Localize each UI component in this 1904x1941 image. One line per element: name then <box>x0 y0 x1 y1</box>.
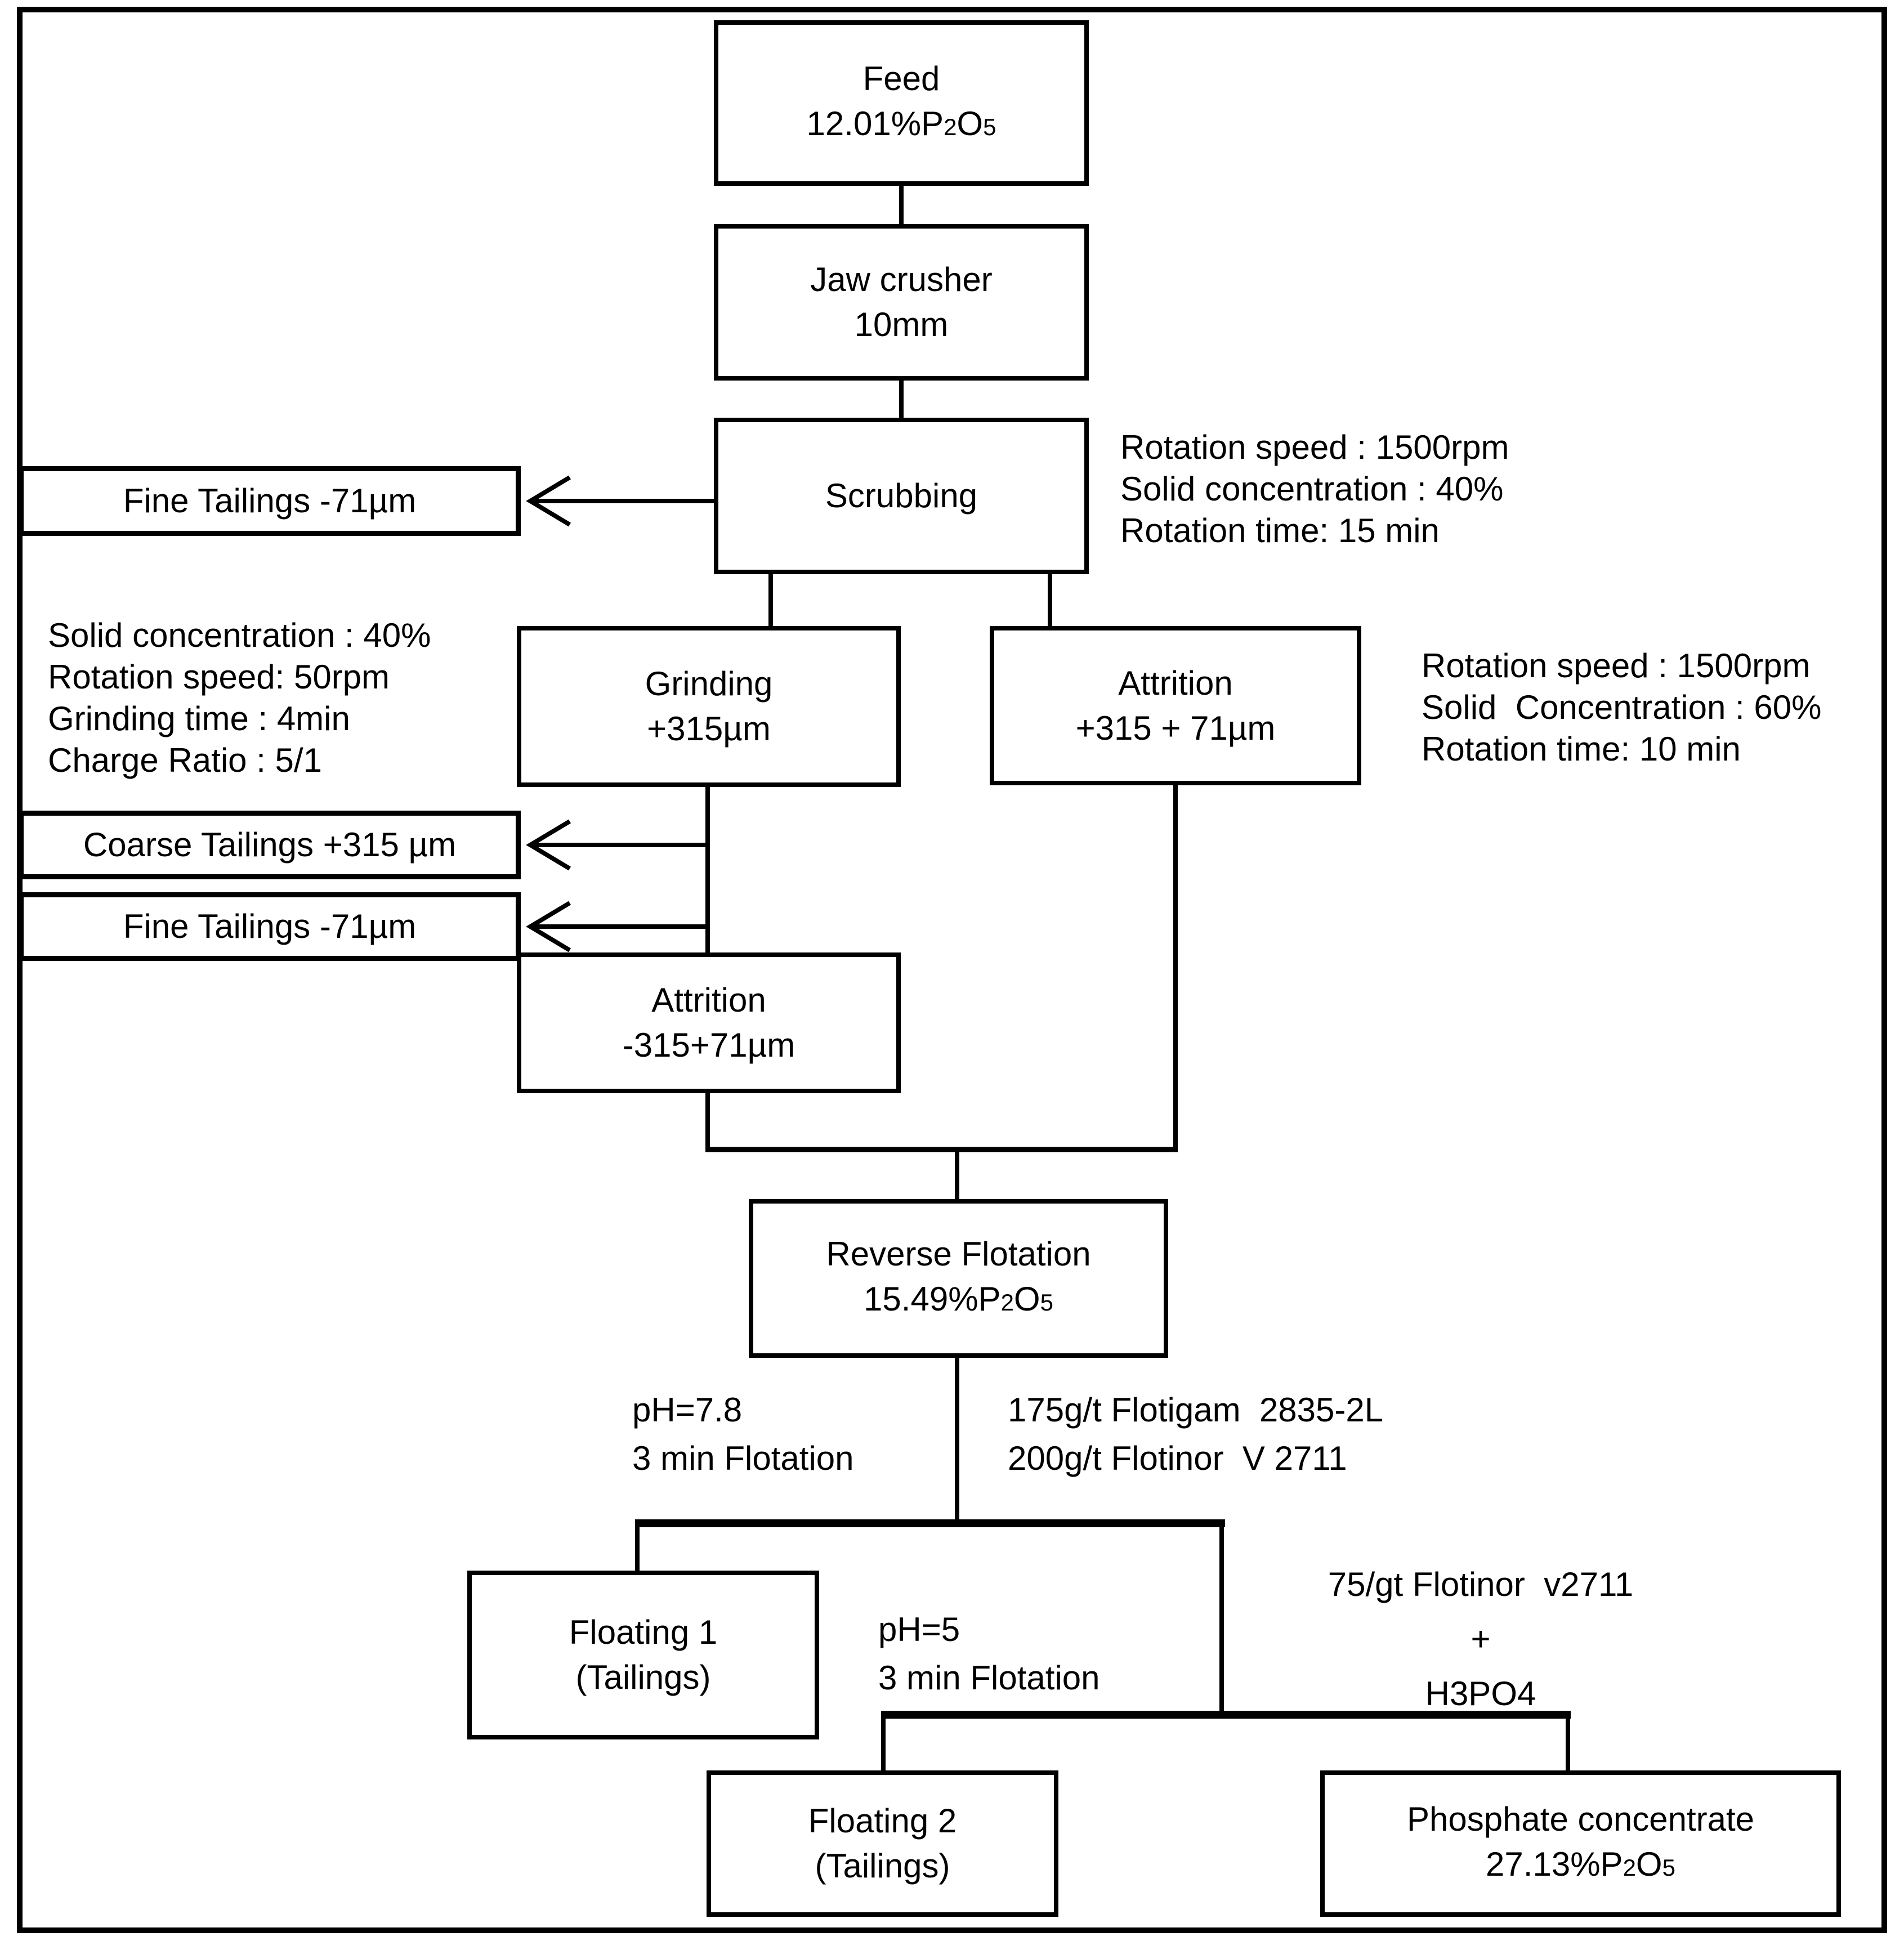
node-attrition-coarse: Attrition +315 + 71µm <box>990 626 1361 785</box>
node-reverse-flotation-grade: 15.49%P2O5 <box>864 1277 1053 1325</box>
annotation-line: + <box>1471 1620 1491 1658</box>
annotation-line: Solid concentration : 40% <box>1120 470 1504 508</box>
subscript-2: 2 <box>1000 1289 1014 1316</box>
grade-o: O <box>1635 1845 1662 1883</box>
node-floating2: Floating 2 (Tailings) <box>707 1770 1058 1917</box>
arrow-left-icon <box>526 901 571 952</box>
annotation-line: pH=7.8 <box>632 1391 743 1429</box>
subscript-2: 2 <box>944 114 957 140</box>
grade-o: O <box>1013 1280 1040 1318</box>
subscript-5: 5 <box>983 114 996 140</box>
annotation-reverse-flotation-left: pH=7.8 3 min Flotation <box>632 1386 854 1483</box>
node-grinding: Grinding +315µm <box>517 626 901 787</box>
subscript-5: 5 <box>1040 1289 1053 1316</box>
node-jaw-crusher: Jaw crusher 10mm <box>714 224 1089 381</box>
annotation-grinding-params: Solid concentration : 40% Rotation speed… <box>48 615 431 781</box>
annotation-line: pH=5 <box>878 1611 960 1648</box>
annotation-flotation2-left: pH=5 3 min Flotation <box>878 1605 1100 1702</box>
annotation-line: Grinding time : 4min <box>48 700 350 737</box>
node-phosphate-grade: 27.13%P2O5 <box>1486 1842 1675 1890</box>
fine-tailings-label: Fine Tailings -71µm <box>123 482 417 520</box>
diagram-border <box>17 7 1887 1933</box>
subscript-5: 5 <box>1662 1854 1675 1881</box>
node-floating1-sub: (Tailings) <box>575 1658 711 1696</box>
annotation-line: H3PO4 <box>1425 1675 1536 1712</box>
annotation-reverse-flotation-reagents: 175g/t Flotigam 2835-2L 200g/t Flotinor … <box>1008 1386 1383 1483</box>
node-fine-tailings-scrubbing: Fine Tailings -71µm <box>19 466 521 536</box>
annotation-line: 3 min Flotation <box>878 1659 1100 1697</box>
node-floating2-sub: (Tailings) <box>815 1847 950 1885</box>
node-scrubbing-title: Scrubbing <box>825 477 978 515</box>
node-phosphate-concentrate: Phosphate concentrate 27.13%P2O5 <box>1320 1770 1841 1917</box>
node-feed-title: Feed <box>862 60 940 97</box>
grade-o: O <box>957 105 984 142</box>
annotation-line: 175g/t Flotigam 2835-2L <box>1008 1391 1384 1429</box>
annotation-line: Rotation speed: 50rpm <box>48 658 390 696</box>
node-floating1-title: Floating 1 <box>569 1613 718 1651</box>
node-jaw-crusher-title: Jaw crusher <box>810 261 993 298</box>
node-attrition-coarse-title: Attrition <box>1118 664 1233 702</box>
grade-text: 27.13%P <box>1486 1845 1623 1883</box>
node-coarse-tailings: Coarse Tailings +315 µm <box>19 811 521 879</box>
node-grinding-size: +315µm <box>647 710 771 748</box>
annotation-line: Rotation time: 10 min <box>1422 730 1741 768</box>
node-attrition-fine: Attrition -315+71µm <box>517 952 901 1093</box>
node-fine-tailings-grinding: Fine Tailings -71µm <box>19 892 521 961</box>
node-floating1: Floating 1 (Tailings) <box>467 1571 819 1739</box>
subscript-2: 2 <box>1623 1854 1636 1881</box>
node-phosphate-title: Phosphate concentrate <box>1406 1800 1755 1838</box>
annotation-line: Rotation speed : 1500rpm <box>1120 428 1509 466</box>
annotation-line: Rotation speed : 1500rpm <box>1422 647 1811 685</box>
annotation-line: Rotation time: 15 min <box>1120 512 1440 549</box>
annotation-line: 200g/t Flotinor V 2711 <box>1008 1439 1347 1477</box>
fine-tailings-label: Fine Tailings -71µm <box>123 907 417 945</box>
annotation-line: 75/gt Flotinor v2711 <box>1328 1566 1634 1603</box>
arrow-left-icon <box>526 475 571 527</box>
node-jaw-crusher-size: 10mm <box>854 306 949 343</box>
node-feed-grade: 12.01%P2O5 <box>807 101 996 150</box>
grade-text: 12.01%P <box>806 105 944 142</box>
grade-text: 15.49%P <box>864 1280 1001 1318</box>
annotation-attrition-params: Rotation speed : 1500rpm Solid Concentra… <box>1422 645 1821 770</box>
node-attrition-coarse-size: +315 + 71µm <box>1075 709 1276 747</box>
annotation-line: 3 min Flotation <box>632 1439 854 1477</box>
annotation-flotation2-reagents: 75/gt Flotinor v2711 + H3PO4 <box>1255 1557 1706 1721</box>
node-scrubbing: Scrubbing <box>714 418 1089 574</box>
node-floating2-title: Floating 2 <box>808 1802 957 1840</box>
node-feed: Feed 12.01%P2O5 <box>714 20 1089 186</box>
annotation-line: Charge Ratio : 5/1 <box>48 741 322 779</box>
annotation-scrubbing-params: Rotation speed : 1500rpm Solid concentra… <box>1120 427 1509 552</box>
arrow-left-icon <box>526 819 571 871</box>
annotation-line: Solid concentration : 40% <box>48 616 431 654</box>
node-attrition-fine-size: -315+71µm <box>622 1026 795 1064</box>
node-reverse-flotation-title: Reverse Flotation <box>826 1235 1091 1273</box>
coarse-tailings-label: Coarse Tailings +315 µm <box>83 826 457 864</box>
node-attrition-fine-title: Attrition <box>651 981 766 1019</box>
node-reverse-flotation: Reverse Flotation 15.49%P2O5 <box>749 1199 1168 1358</box>
node-grinding-title: Grinding <box>645 665 773 703</box>
annotation-line: Solid Concentration : 60% <box>1422 688 1822 726</box>
